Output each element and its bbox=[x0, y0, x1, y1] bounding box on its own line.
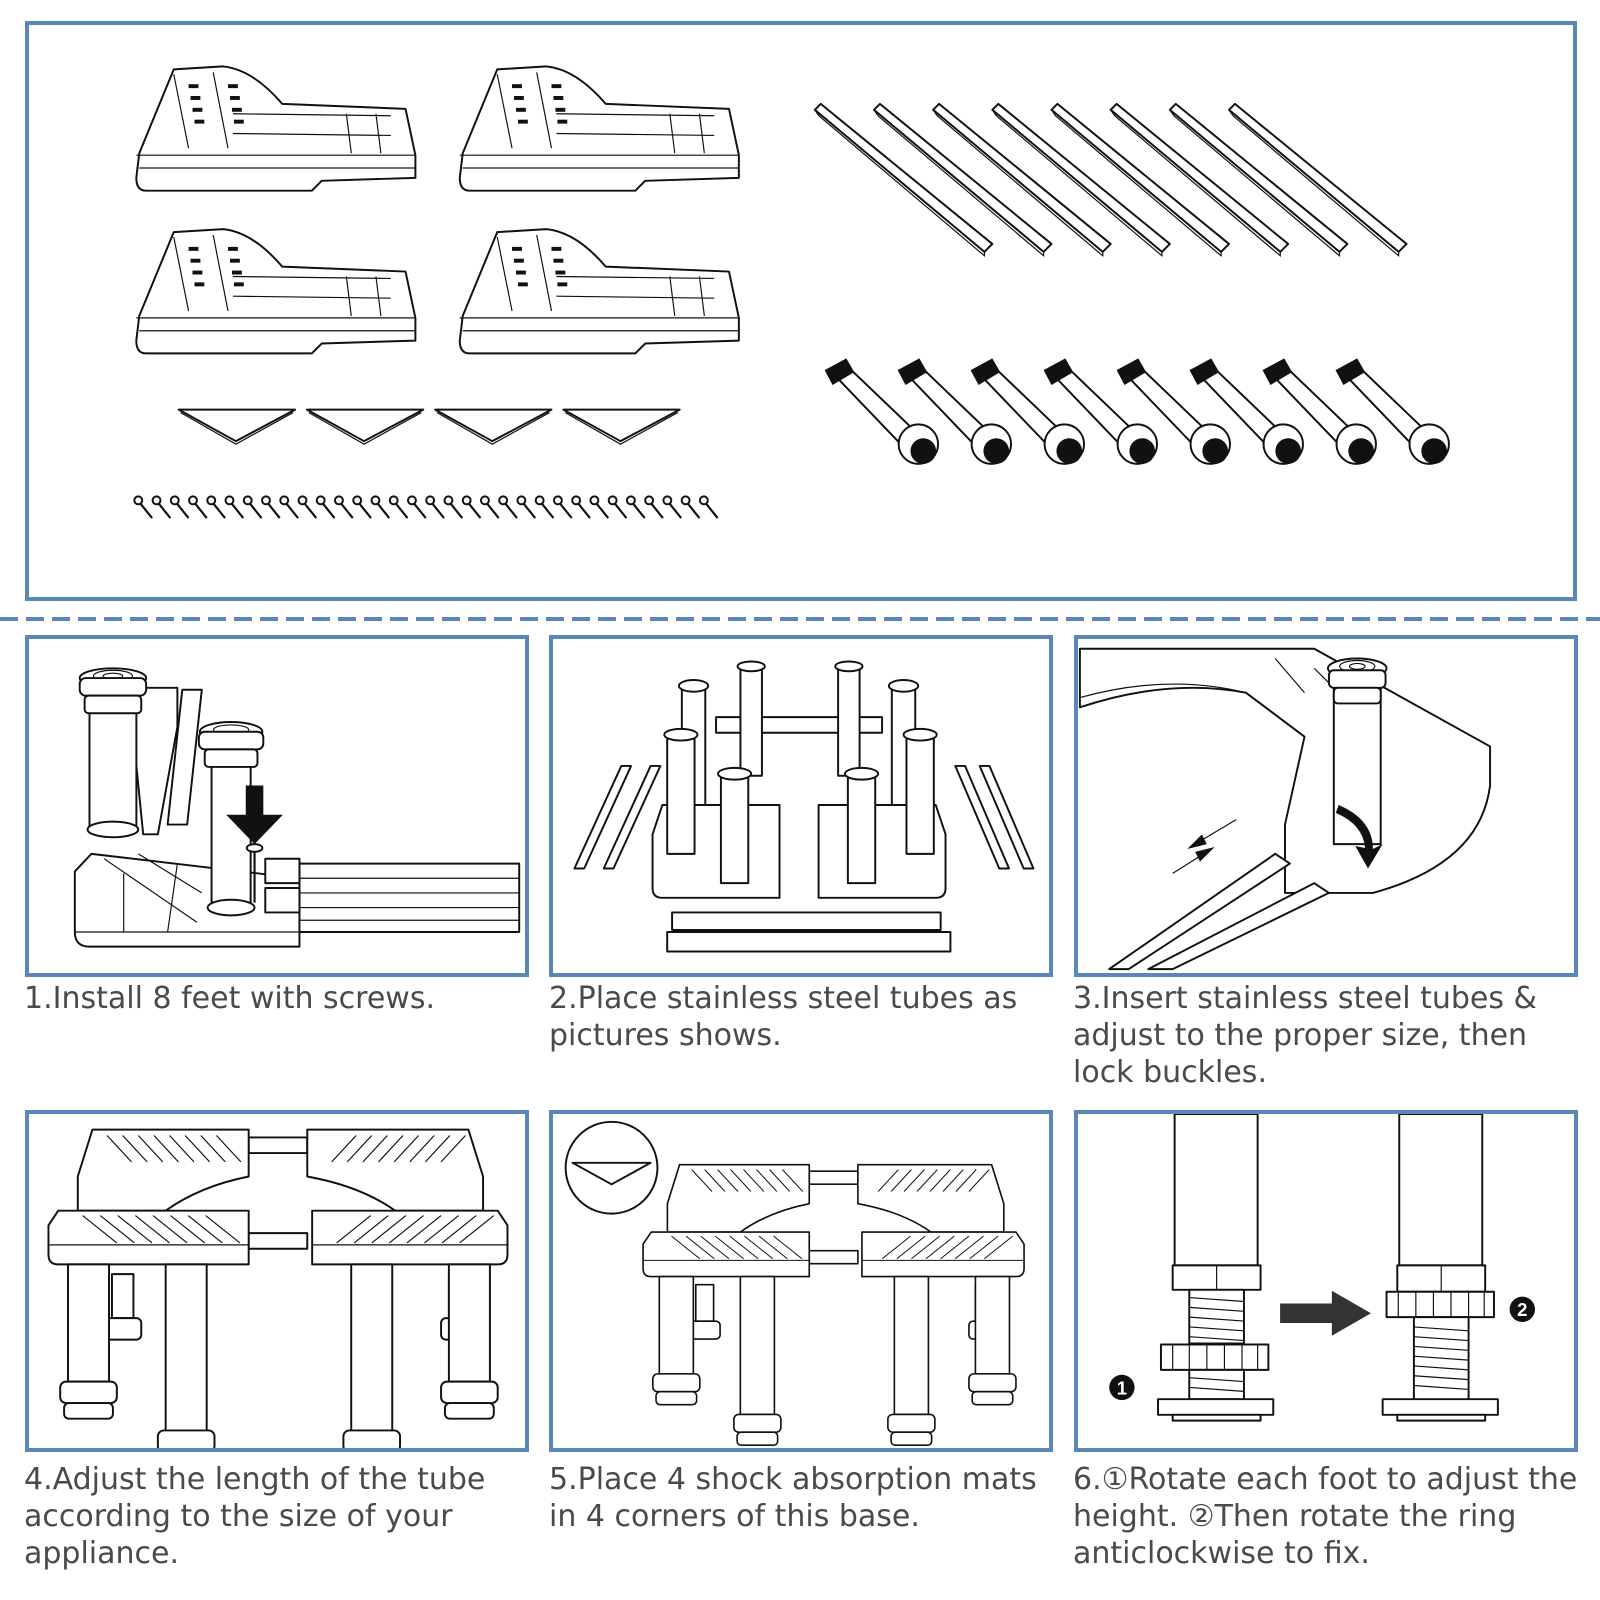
step-5-illustration bbox=[549, 1110, 1053, 1452]
steel-tube bbox=[932, 102, 1112, 258]
adjustable-feet bbox=[824, 358, 1450, 465]
screw bbox=[206, 495, 226, 519]
screw bbox=[315, 495, 336, 519]
screw bbox=[571, 495, 591, 519]
screw bbox=[151, 495, 172, 519]
corner-brackets bbox=[135, 65, 740, 355]
step-4-illustration bbox=[25, 1110, 529, 1452]
shock-mat bbox=[305, 408, 425, 445]
corner-bracket bbox=[458, 65, 740, 192]
steel-tube bbox=[872, 102, 1053, 258]
screw bbox=[461, 495, 482, 519]
screw bbox=[133, 495, 153, 519]
step-4-caption: 4.Adjust the length of the tube accordin… bbox=[24, 1462, 486, 1571]
shock-absorption-mats bbox=[177, 408, 681, 445]
step-2-caption: 2.Place stainless steel tubes as picture… bbox=[549, 981, 1018, 1053]
right-arrow-icon bbox=[1280, 1290, 1371, 1336]
side-tubes-right bbox=[954, 764, 1035, 870]
adjustable-foot bbox=[1189, 358, 1304, 465]
steel-tube bbox=[813, 102, 994, 258]
down-arrow-icon bbox=[226, 785, 283, 845]
screw bbox=[352, 495, 372, 519]
screw bbox=[388, 495, 409, 519]
screw bbox=[297, 495, 318, 519]
corner-bracket bbox=[135, 65, 417, 192]
screw bbox=[516, 495, 537, 519]
step-1-illustration bbox=[25, 635, 529, 977]
assembled-stand bbox=[642, 1163, 1025, 1447]
screw bbox=[589, 495, 610, 519]
marker-1-badge: 1 bbox=[1109, 1374, 1135, 1401]
svg-text:1: 1 bbox=[1117, 1377, 1127, 1398]
screw bbox=[224, 495, 245, 519]
screw bbox=[607, 495, 628, 519]
shock-mat bbox=[177, 408, 297, 445]
adjustable-foot bbox=[1116, 358, 1231, 465]
adjustable-foot bbox=[897, 358, 1013, 465]
screw bbox=[370, 495, 391, 519]
screw bbox=[242, 495, 263, 519]
adjustable-foot bbox=[1262, 358, 1377, 465]
steel-tubes bbox=[813, 102, 1408, 258]
step-6-illustration: 1 2 bbox=[1074, 1110, 1578, 1452]
screw bbox=[662, 495, 683, 519]
parts-list-panel bbox=[25, 21, 1577, 601]
adjustable-foot bbox=[1043, 358, 1159, 465]
section-divider-dashed bbox=[0, 617, 1600, 621]
svg-text:2: 2 bbox=[1517, 1299, 1527, 1320]
screw bbox=[644, 495, 664, 519]
step-1-caption: 1.Install 8 feet with screws. bbox=[24, 981, 436, 1016]
screw bbox=[443, 495, 464, 519]
step-3-illustration bbox=[1074, 635, 1578, 977]
assembled-stand bbox=[47, 1128, 509, 1448]
foot-after bbox=[1381, 1114, 1499, 1422]
steel-tube bbox=[1228, 102, 1408, 258]
step-2-illustration bbox=[549, 635, 1053, 977]
shock-mat bbox=[562, 408, 681, 445]
steel-tube bbox=[1050, 102, 1230, 258]
mat-callout-circle bbox=[564, 1120, 659, 1215]
screw bbox=[552, 495, 573, 519]
parts-illustration bbox=[133, 65, 1450, 519]
screw bbox=[279, 495, 299, 519]
screw bbox=[625, 495, 646, 519]
step-3-caption: 3.Insert stainless steel tubes & adjust … bbox=[1073, 981, 1537, 1090]
screw bbox=[188, 495, 208, 519]
screw bbox=[425, 495, 445, 519]
steel-tube bbox=[1168, 102, 1349, 258]
corner-bracket bbox=[135, 228, 417, 355]
screw bbox=[479, 495, 500, 519]
step-5-caption: 5.Place 4 shock absorption mats in 4 cor… bbox=[549, 1462, 1037, 1534]
screw bbox=[169, 495, 190, 519]
rotate-arrow-icon bbox=[1335, 805, 1383, 869]
screw bbox=[261, 495, 281, 519]
adjustable-foot bbox=[970, 358, 1086, 465]
side-tubes-left bbox=[573, 764, 662, 870]
shock-mat bbox=[434, 408, 553, 445]
screw bbox=[680, 495, 701, 519]
screws bbox=[133, 495, 719, 519]
step-6-caption: 6.①Rotate each foot to adjust the height… bbox=[1073, 1462, 1578, 1571]
screw bbox=[498, 495, 518, 519]
adjustable-foot bbox=[1335, 358, 1450, 465]
foot-before bbox=[1157, 1114, 1275, 1422]
screw bbox=[334, 495, 354, 519]
corner-bracket bbox=[458, 228, 740, 355]
screw bbox=[407, 495, 427, 519]
steel-tube bbox=[991, 102, 1171, 258]
screw bbox=[698, 495, 719, 519]
steel-tube bbox=[1109, 102, 1290, 258]
arrow-outward-icon bbox=[1195, 847, 1215, 862]
arrow-inward-icon bbox=[1187, 834, 1207, 849]
adjustable-foot bbox=[824, 358, 940, 465]
marker-2-badge: 2 bbox=[1509, 1296, 1535, 1323]
screw bbox=[534, 495, 555, 519]
